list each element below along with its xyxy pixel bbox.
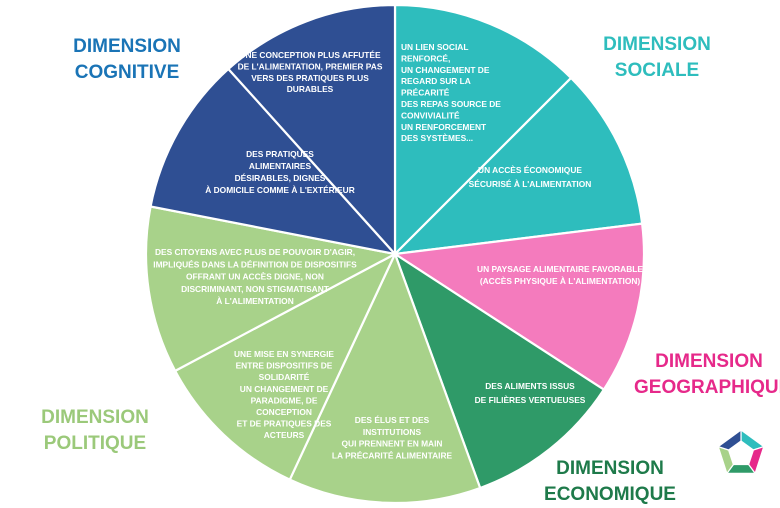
segment-cognitive-2 (226, 3, 397, 257)
segment-politique-3 (144, 205, 399, 373)
segment-text-line: UNE CONCEPTION PLUS AFFUTÉE (239, 49, 381, 60)
segment-sociale-2 (391, 76, 644, 256)
segment-text-line: DURABLES (287, 84, 334, 94)
dimension-cognitive-label: DIMENSION COGNITIVE (62, 34, 192, 86)
segment-text-line: UNE MISE EN SYNERGIE (234, 349, 334, 359)
dimension-economique-label: DIMENSION ECONOMIQUE (535, 456, 685, 508)
dimension-politique-line1: DIMENSION (41, 407, 149, 428)
segment-text-line: DES SYSTÈMES... (401, 132, 473, 143)
segment-text-line: PRÉCARITÉ (401, 87, 450, 98)
segment-text-line: DES PRATIQUES (246, 149, 314, 159)
segment-politique-1 (288, 251, 482, 505)
segment-sociale-1 (393, 3, 573, 257)
segment-text-line: DES ALIMENTS ISSUS (485, 381, 575, 391)
segment-text-line: SÉCURISÉ À L'ALIMENTATION (469, 178, 592, 189)
segment-text-line: PARADIGME, DE (251, 395, 318, 405)
dimension-sociale-line1: DIMENSION (603, 34, 711, 55)
dimension-cognitive-line2: COGNITIVE (74, 62, 180, 83)
segment-text-line: OFFRANT UN ACCÈS DIGNE, NON (186, 271, 324, 282)
dimension-geographique-line1: DIMENSION (655, 351, 763, 372)
segment-text-line: UN ACCÈS ÉCONOMIQUE (478, 164, 582, 175)
segment-text-line: ALIMENTAIRES (249, 161, 312, 171)
segment-text-line: UN CHANGEMENT DE (401, 65, 490, 75)
segment-text-line: DES CITOYENS AVEC PLUS DE POUVOIR D'AGIR… (155, 247, 355, 257)
segment-text-line: SOLIDARITÉ (259, 371, 310, 382)
logo-top-right (740, 429, 765, 451)
segment-text-politique-2: UNE MISE EN SYNERGIE ENTRE DISPOSITIFS DE… (234, 349, 334, 440)
segment-text-line: ET DE PRATIQUES DES (237, 419, 332, 429)
segment-text-line: ENTRE DISPOSITIFS DE (236, 361, 333, 371)
segment-text-politique-1: DES ÉLUS ET DES INSTITUTIONS QUI PRENNENT … (332, 414, 453, 460)
segment-geographique (391, 222, 646, 392)
dimension-politique-label: DIMENSION POLITIQUE (30, 405, 160, 457)
segment-text-geographique: UN PAYSAGE ALIMENTAIRE FAVORABLE(ACCÈS P… (477, 264, 643, 286)
segment-text-politique-3: DES CITOYENS AVEC PLUS DE POUVOIR D'AGIR… (153, 247, 357, 306)
segment-text-sociale-2: UN ACCÈS ÉCONOMIQUE SÉCURISÉ À L'ALIMENTA… (469, 164, 592, 189)
pentagon-logo-icon (717, 429, 765, 474)
dimension-economique-line1: DIMENSION (556, 458, 664, 479)
dimension-sociale-label: DIMENSION SOCIALE (592, 32, 722, 84)
segment-text-line: VERS DES PRATIQUES PLUS (251, 73, 369, 83)
segment-text-line: (ACCÈS PHYSIQUE À L'ALIMENTATION) (480, 275, 641, 286)
dimension-geographique-line2: GEOGRAPHIQUE (634, 377, 780, 398)
segment-text-line: DÉSIRABLES, DIGNES (235, 172, 326, 183)
segment-cognitive-1 (149, 67, 399, 256)
dimension-sociale-line2: SOCIALE (614, 60, 700, 81)
segment-text-line: UN PAYSAGE ALIMENTAIRE FAVORABLE (477, 264, 643, 274)
segment-text-line: DE FILIÈRES VERTUEUSES (475, 394, 586, 405)
segment-text-line: DISCRIMINANT, NON STIGMATISANT (181, 284, 330, 294)
segment-text-line: DES REPAS SOURCE DE (401, 99, 501, 109)
segment-text-line: REGARD SUR LA (401, 76, 471, 86)
segment-text-line: DE L'ALIMENTATION, PREMIER PAS (238, 61, 383, 71)
logo-left (717, 429, 742, 451)
segment-text-line: ACTEURS (264, 430, 305, 440)
dimension-economique-line2: ECONOMIQUE (544, 484, 676, 505)
segment-text-line: UN LIEN SOCIAL (401, 42, 468, 52)
segment-text-economique: DES ALIMENTS ISSUS DE FILIÈRES VERTUEUSES (475, 381, 586, 405)
segment-text-line: À DOMICILE COMME À L'EXTÉRIEUR (205, 184, 355, 195)
dimension-cognitive-line1: DIMENSION (73, 36, 181, 57)
dimension-geographique-label: DIMENSION GEOGRAPHIQUE (634, 349, 780, 401)
segment-text-line: UN CHANGEMENT DE (240, 384, 329, 394)
segment-text-line: QUI PRENNENT EN MAIN (342, 439, 443, 449)
segment-text-line: RENFORCÉ, (401, 52, 450, 63)
dimension-politique-line2: POLITIQUE (43, 433, 147, 454)
segment-text-line: CONVIVIALITÉ (401, 109, 460, 120)
segment-text-line: À L'ALIMENTATION (216, 295, 294, 306)
segment-economique (392, 251, 606, 490)
segment-text-line: IMPLIQUÉS DANS LA DÉFINITION DE DISPOSIT… (153, 258, 357, 269)
segment-text-line: DES ÉLUS ET DES (355, 414, 430, 425)
segment-text-line: INSTITUTIONS (363, 427, 422, 437)
segment-text-line: UN RENFORCEMENT (401, 122, 487, 132)
segment-text-line: LA PRÉCARITÉ ALIMENTAIRE (332, 449, 453, 460)
segment-politique-2 (173, 251, 398, 482)
segment-text-line: CONCEPTION (256, 407, 312, 417)
